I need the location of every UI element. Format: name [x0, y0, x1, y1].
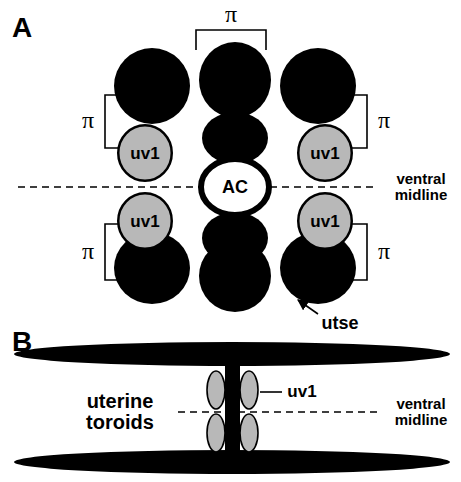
cell-name: uv1 [130, 145, 159, 162]
cell-name: uv1 [130, 213, 159, 230]
midline [178, 411, 380, 413]
uv1-cell: uv1 [297, 192, 353, 250]
leader-line [260, 391, 282, 393]
leader-arrow [298, 300, 318, 314]
utse-cells [114, 42, 356, 312]
uv1-cell: uv1 [117, 192, 173, 250]
cell-name: AC [222, 178, 248, 196]
cell-name: uv1 [310, 213, 339, 230]
pi-symbol: π [223, 1, 239, 28]
uv1-cell: uv1 [297, 124, 353, 182]
pi-symbol: π [376, 107, 392, 134]
structure-label: utse [319, 313, 360, 334]
structure-label: uv1 [285, 382, 318, 402]
panel-letter: A [10, 12, 34, 43]
cell-name: uv1 [310, 145, 339, 162]
brackets [105, 30, 367, 280]
anchor-cell: AC [198, 156, 272, 218]
uv1-cell: uv1 [117, 124, 173, 182]
midline-label: ventral midline [383, 170, 459, 204]
panel-letter: B [10, 326, 34, 357]
midline-label: ventral midline [383, 395, 459, 429]
pi-symbol: π [376, 238, 392, 265]
pi-symbol: π [80, 107, 96, 134]
structure-label: uterine toroids [66, 390, 174, 434]
pi-symbol: π [80, 238, 96, 265]
utse-syncytium [14, 342, 450, 474]
